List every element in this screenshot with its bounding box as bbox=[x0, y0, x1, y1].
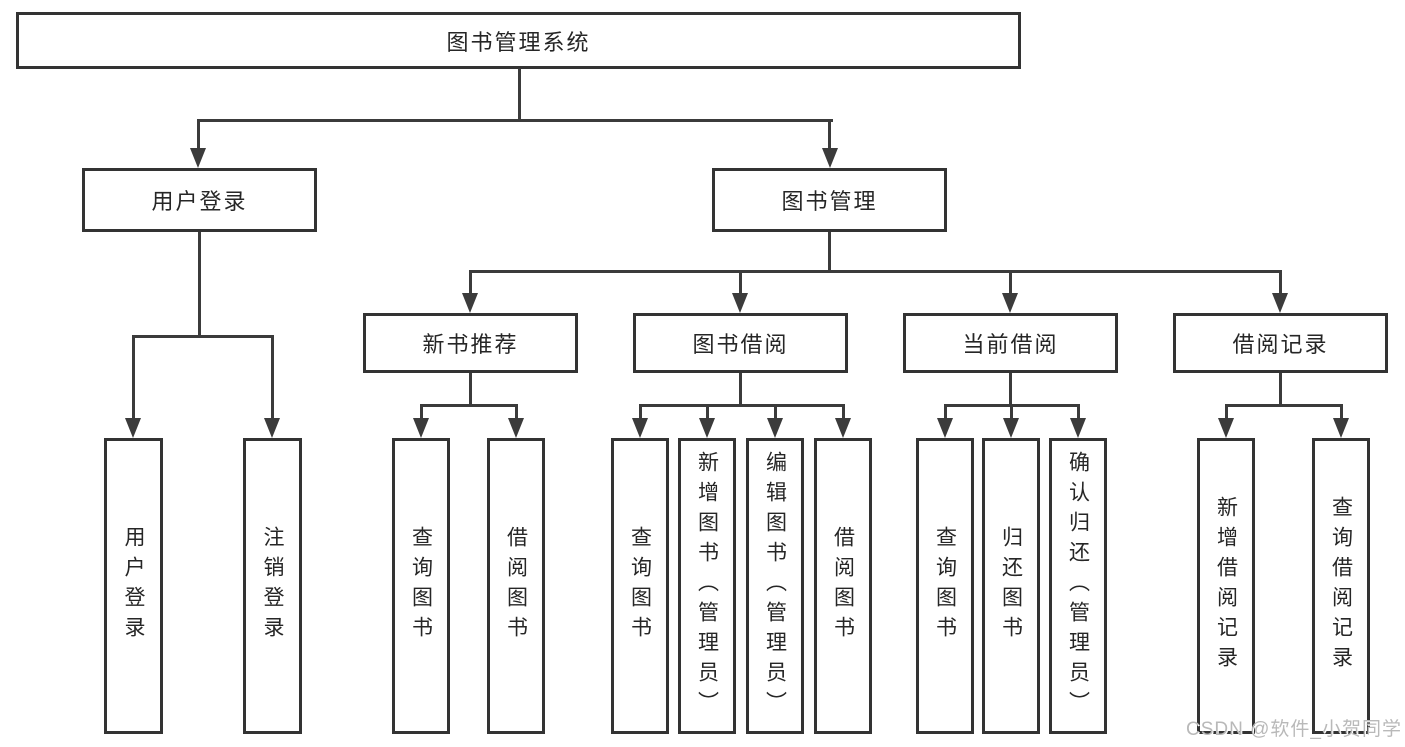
connector-leaf-login-stem bbox=[132, 335, 135, 422]
connector-leaf-stem bbox=[420, 404, 423, 422]
connector-book-mgmt-split-bar bbox=[469, 270, 1282, 273]
leaf-borrow-books-borrowing: 借阅图书 bbox=[814, 438, 872, 734]
leaf-query-books-current-label: 查询图书 bbox=[933, 526, 957, 646]
node-library-management-system: 图书管理系统 bbox=[16, 12, 1021, 69]
connector-leaf-logout-stem bbox=[271, 335, 274, 422]
node-user-login-label: 用户登录 bbox=[151, 189, 248, 214]
arrow-down-icon bbox=[732, 293, 748, 313]
arrow-down-icon bbox=[699, 418, 715, 438]
arrow-down-icon bbox=[1218, 418, 1234, 438]
connector-leaf-stem bbox=[706, 404, 709, 422]
connector-book-mgmt-stem-in bbox=[828, 119, 831, 152]
leaf-logout-label: 注销登录 bbox=[261, 526, 284, 646]
arrow-down-icon bbox=[508, 418, 524, 438]
connector-leaf-stem bbox=[1077, 404, 1080, 422]
leaf-add-book-admin: 新增图书（管理员） bbox=[678, 438, 736, 734]
connector-leaf-stem bbox=[639, 404, 642, 422]
connector-current-stem-out bbox=[1009, 373, 1012, 407]
connector-records-stem-out bbox=[1279, 373, 1282, 407]
node-book-management: 图书管理 bbox=[712, 168, 947, 232]
leaf-borrow-books-recommend-label: 借阅图书 bbox=[504, 526, 528, 646]
leaf-confirm-return-admin-label: 确认归还（管理员） bbox=[1066, 451, 1090, 721]
connector-leaf-stem bbox=[1225, 404, 1228, 422]
arrow-down-icon bbox=[822, 148, 838, 168]
connector-root-split-bar bbox=[197, 119, 833, 122]
arrow-down-icon bbox=[767, 418, 783, 438]
leaf-edit-book-admin: 编辑图书（管理员） bbox=[746, 438, 804, 734]
node-borrowing-records-label: 借阅记录 bbox=[1232, 332, 1329, 357]
connector-borrowing-stem-out bbox=[739, 373, 742, 407]
connector-leaf-stem bbox=[515, 404, 518, 422]
connector-leaf-stem bbox=[944, 404, 947, 422]
connector-records-split-bar bbox=[1225, 404, 1343, 407]
connector-records-stem-in bbox=[1279, 270, 1282, 297]
leaf-user-login: 用户登录 bbox=[104, 438, 163, 734]
leaf-return-book-label: 归还图书 bbox=[999, 526, 1023, 646]
connector-user-login-stem-out bbox=[198, 232, 201, 338]
leaf-edit-book-admin-label: 编辑图书（管理员） bbox=[763, 451, 787, 721]
node-new-book-recommend-label: 新书推荐 bbox=[422, 332, 519, 357]
leaf-query-books-current: 查询图书 bbox=[916, 438, 974, 734]
leaf-query-books-recommend: 查询图书 bbox=[392, 438, 450, 734]
connector-root-stem bbox=[518, 68, 521, 121]
arrow-down-icon bbox=[937, 418, 953, 438]
connector-current-stem-in bbox=[1009, 270, 1012, 297]
connector-user-login-stem-in bbox=[197, 119, 200, 152]
connector-new-book-split-bar bbox=[420, 404, 518, 407]
node-borrowing-records: 借阅记录 bbox=[1173, 313, 1388, 373]
node-book-borrowing-label: 图书借阅 bbox=[692, 332, 789, 357]
leaf-add-book-admin-label: 新增图书（管理员） bbox=[695, 451, 719, 721]
leaf-add-borrow-record-label: 新增借阅记录 bbox=[1214, 496, 1238, 676]
leaf-query-borrow-record-label: 查询借阅记录 bbox=[1329, 496, 1353, 676]
node-library-management-system-label: 图书管理系统 bbox=[446, 29, 591, 55]
connector-new-book-stem-out bbox=[469, 373, 472, 407]
arrow-down-icon bbox=[835, 418, 851, 438]
node-book-borrowing: 图书借阅 bbox=[633, 313, 848, 373]
arrow-down-icon bbox=[413, 418, 429, 438]
connector-new-book-stem-in bbox=[469, 270, 472, 297]
leaf-query-books-borrowing: 查询图书 bbox=[611, 438, 669, 734]
arrow-down-icon bbox=[125, 418, 141, 438]
leaf-query-books-recommend-label: 查询图书 bbox=[409, 526, 433, 646]
arrow-down-icon bbox=[1333, 418, 1349, 438]
connector-leaf-stem bbox=[774, 404, 777, 422]
leaf-query-books-borrowing-label: 查询图书 bbox=[628, 526, 652, 646]
arrow-down-icon bbox=[632, 418, 648, 438]
leaf-confirm-return-admin: 确认归还（管理员） bbox=[1049, 438, 1107, 734]
node-current-borrowing: 当前借阅 bbox=[903, 313, 1118, 373]
arrow-down-icon bbox=[462, 293, 478, 313]
connector-leaf-stem bbox=[842, 404, 845, 422]
node-new-book-recommend: 新书推荐 bbox=[363, 313, 578, 373]
node-book-management-label: 图书管理 bbox=[781, 189, 878, 214]
connector-user-login-split-bar bbox=[132, 335, 274, 338]
arrow-down-icon bbox=[1070, 418, 1086, 438]
leaf-logout: 注销登录 bbox=[243, 438, 302, 734]
connector-borrowing-stem-in bbox=[739, 270, 742, 297]
leaf-add-borrow-record: 新增借阅记录 bbox=[1197, 438, 1255, 734]
arrow-down-icon bbox=[190, 148, 206, 168]
connector-book-mgmt-stem-out bbox=[828, 232, 831, 273]
connector-leaf-stem bbox=[1010, 404, 1013, 422]
leaf-borrow-books-recommend: 借阅图书 bbox=[487, 438, 545, 734]
connector-borrowing-split-bar bbox=[639, 404, 845, 407]
arrow-down-icon bbox=[1002, 293, 1018, 313]
leaf-borrow-books-borrowing-label: 借阅图书 bbox=[831, 526, 855, 646]
arrow-down-icon bbox=[1272, 293, 1288, 313]
leaf-user-login-label: 用户登录 bbox=[122, 526, 145, 646]
leaf-return-book: 归还图书 bbox=[982, 438, 1040, 734]
arrow-down-icon bbox=[1003, 418, 1019, 438]
arrow-down-icon bbox=[264, 418, 280, 438]
leaf-query-borrow-record: 查询借阅记录 bbox=[1312, 438, 1370, 734]
connector-leaf-stem bbox=[1340, 404, 1343, 422]
node-current-borrowing-label: 当前借阅 bbox=[962, 332, 1059, 357]
node-user-login: 用户登录 bbox=[82, 168, 317, 232]
